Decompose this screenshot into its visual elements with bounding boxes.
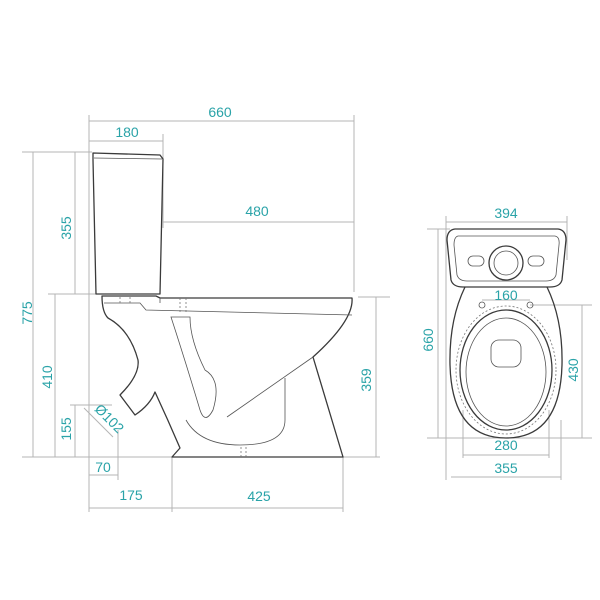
label-side-180: 180	[115, 124, 139, 140]
tank-outline	[92, 152, 164, 295]
label-top-394: 394	[494, 205, 518, 221]
label-side-355: 355	[58, 216, 74, 240]
label-side-775: 775	[19, 301, 35, 325]
lid-bumper	[490, 339, 522, 368]
label-side-155: 155	[58, 417, 74, 441]
label-side-480: 480	[245, 203, 269, 219]
top-view-outline	[446, 228, 567, 439]
label-side-425: 425	[247, 488, 271, 504]
label-top-430: 430	[565, 358, 581, 382]
tank-top-outline	[446, 228, 567, 288]
seat-ring	[459, 309, 553, 431]
label-top-160: 160	[494, 287, 518, 303]
label-side-359: 359	[358, 368, 374, 392]
label-top-355: 355	[494, 460, 518, 476]
side-dimension-lines	[22, 115, 390, 512]
flush-button	[488, 245, 524, 281]
side-view-outline	[92, 152, 353, 458]
bowl-outline	[101, 295, 353, 458]
label-top-280: 280	[494, 437, 518, 453]
label-side-410: 410	[39, 365, 55, 389]
label-side-175: 175	[119, 487, 143, 503]
dimension-labels: 660 180 480 355 775 410 155 Ø102 70 175 …	[19, 104, 581, 504]
label-outlet-diameter: Ø102	[92, 401, 128, 437]
bowl-top-outline	[449, 286, 563, 439]
label-side-660: 660	[208, 104, 232, 120]
label-side-70: 70	[95, 459, 111, 475]
label-top-660: 660	[420, 328, 436, 352]
